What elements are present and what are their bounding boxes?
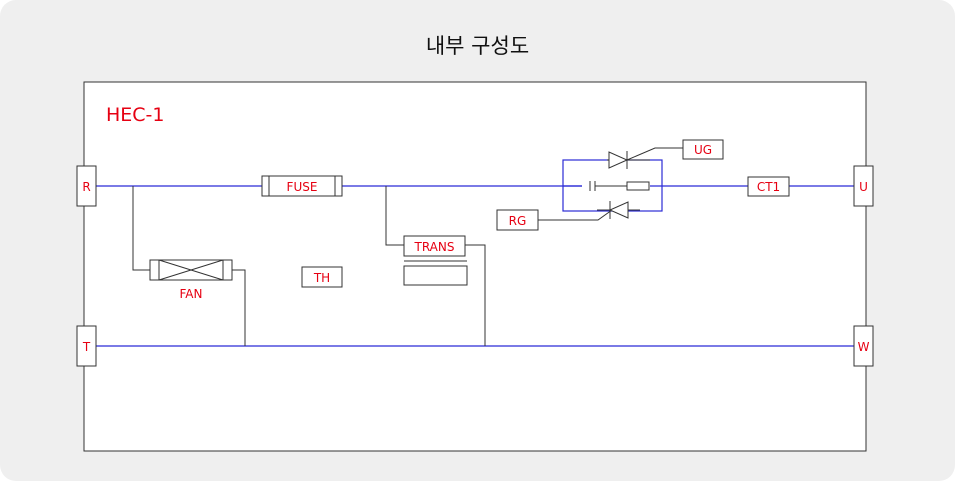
ug-label: UG	[694, 143, 712, 157]
trans-label: TRANS	[414, 240, 455, 254]
branch-wiring	[132, 147, 683, 346]
terminal-w: W	[853, 325, 874, 367]
th-label: TH	[313, 271, 330, 285]
thyristor-lower-symbol	[597, 201, 640, 219]
rg-component: RG	[496, 209, 539, 231]
terminal-u-label: U	[859, 180, 868, 194]
th-component: TH	[301, 266, 343, 288]
terminal-t-label: T	[82, 340, 91, 354]
resistor-symbol	[626, 181, 650, 191]
ct1-label: CT1	[757, 180, 780, 194]
terminal-r: R	[76, 165, 97, 207]
ct1-component: CT1	[747, 176, 790, 197]
terminal-w-label: W	[858, 340, 870, 354]
terminal-u: U	[853, 165, 874, 207]
thyristor-upper-symbol	[607, 151, 650, 169]
rg-label: RG	[509, 214, 527, 228]
fuse-label: FUSE	[287, 180, 318, 194]
fan-label: FAN	[180, 287, 203, 301]
page-title: 내부 구성도	[425, 34, 530, 58]
trans-component: TRANS	[403, 235, 468, 286]
terminal-r-label: R	[82, 180, 90, 194]
ug-component: UG	[682, 139, 724, 160]
fan-component: FAN	[149, 259, 233, 301]
device-label: HEC-1	[106, 104, 165, 126]
terminal-t: T	[76, 325, 97, 367]
fuse-component: FUSE	[261, 175, 343, 197]
